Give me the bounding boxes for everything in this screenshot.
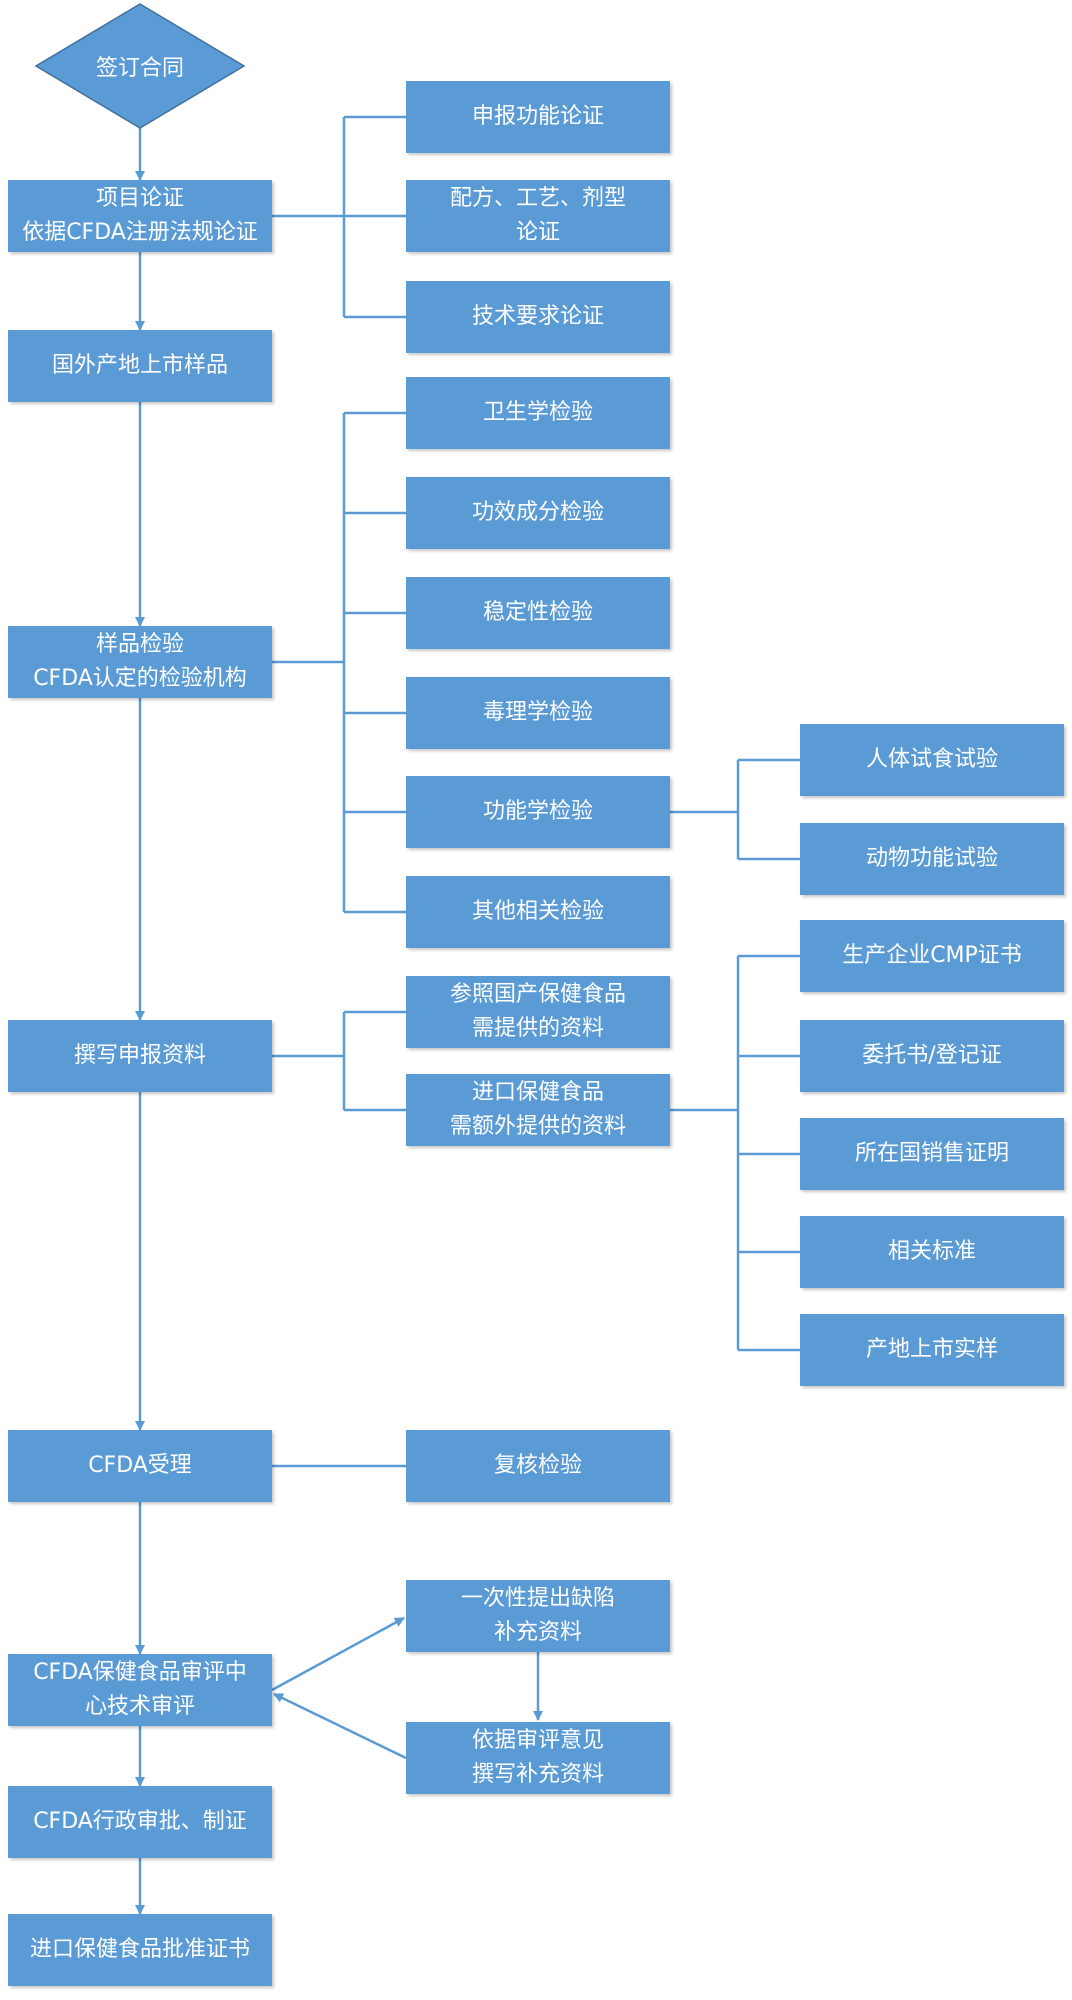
step-certificate: 进口保健食品批准证书 — [8, 1914, 272, 1986]
review-deficiency-request: 一次性提出缺陷补充资料 — [406, 1580, 670, 1652]
test-efficacy-component: 功效成分检验 — [406, 477, 670, 549]
extra-doc-sales-proof: 所在国销售证明 — [800, 1118, 1064, 1190]
test-hygiene: 卫生学检验 — [406, 377, 670, 449]
extra-doc-standards: 相关标准 — [800, 1216, 1064, 1288]
docs-import-extra: 进口保健食品需额外提供的资料 — [406, 1074, 670, 1146]
extra-doc-cmp: 生产企业CMP证书 — [800, 920, 1064, 992]
start-label: 签订合同 — [95, 56, 184, 81]
extra-doc-sample: 产地上市实样 — [800, 1314, 1064, 1386]
trial-human: 人体试食试验 — [800, 724, 1064, 796]
trial-animal: 动物功能试验 — [800, 823, 1064, 895]
step-admin-approval: CFDA行政审批、制证 — [8, 1786, 272, 1858]
recheck-test: 复核检验 — [406, 1430, 670, 1502]
start-diamond — [34, 3, 246, 129]
step-tech-review: CFDA保健食品审评中心技术审评 — [8, 1654, 272, 1726]
step-foreign-sample: 国外产地上市样品 — [8, 330, 272, 402]
step-cfda-accept: CFDA受理 — [8, 1430, 272, 1502]
branch-formula-demo: 配方、工艺、剂型论证 — [406, 180, 670, 252]
extra-doc-authorization: 委托书/登记证 — [800, 1020, 1064, 1092]
docs-domestic-reference: 参照国产保健食品需提供的资料 — [406, 976, 670, 1048]
branch-function-demo: 申报功能论证 — [406, 81, 670, 153]
step-project-demo: 项目论证依据CFDA注册法规论证 — [8, 180, 272, 252]
review-supplement-docs: 依据审评意见撰写补充资料 — [406, 1722, 670, 1794]
test-other: 其他相关检验 — [406, 876, 670, 948]
test-functional: 功能学检验 — [406, 776, 670, 848]
test-toxicology: 毒理学检验 — [406, 677, 670, 749]
test-stability: 稳定性检验 — [406, 577, 670, 649]
step-write-docs: 撰写申报资料 — [8, 1020, 272, 1092]
branch-tech-req-demo: 技术要求论证 — [406, 281, 670, 353]
